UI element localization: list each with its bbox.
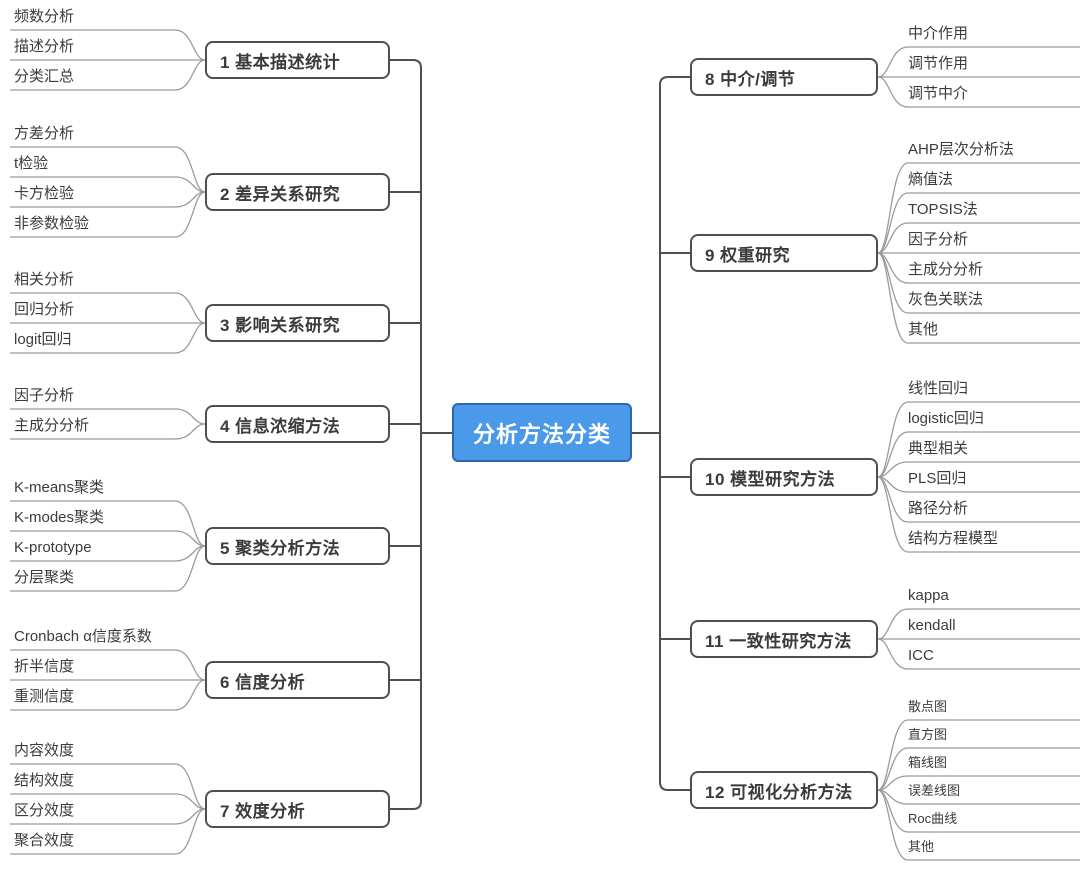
connector-line bbox=[10, 500, 206, 547]
subtopic-label[interactable]: 结构效度 bbox=[14, 772, 75, 789]
connector-line bbox=[10, 292, 206, 324]
subtopic-label[interactable]: 其他 bbox=[908, 321, 939, 338]
connector-line bbox=[10, 763, 206, 810]
subtopic-label[interactable]: 中介作用 bbox=[908, 25, 969, 42]
subtopic-label[interactable]: Cronbach α信度系数 bbox=[14, 628, 152, 645]
connector-line bbox=[877, 431, 1080, 478]
connector-line bbox=[877, 76, 1080, 108]
connector-line bbox=[877, 476, 1080, 553]
branch-topic-box[interactable]: 12 可视化分析方法 bbox=[690, 771, 878, 809]
connector-line bbox=[10, 408, 206, 425]
subtopic-label[interactable]: K-modes聚类 bbox=[14, 509, 105, 526]
subtopic-label[interactable]: ICC bbox=[908, 647, 934, 664]
connector-line bbox=[10, 530, 206, 547]
subtopic-label[interactable]: K-means聚类 bbox=[14, 479, 105, 496]
connector-line bbox=[877, 608, 1080, 640]
subtopic-label[interactable]: PLS回归 bbox=[908, 470, 967, 487]
subtopic-label[interactable]: 区分效度 bbox=[14, 802, 75, 819]
connector-line bbox=[877, 461, 1080, 478]
subtopic-label[interactable]: 因子分析 bbox=[14, 387, 75, 404]
connector-line bbox=[877, 747, 1080, 791]
subtopic-label[interactable]: 方差分析 bbox=[14, 125, 75, 142]
subtopic-label[interactable]: kendall bbox=[908, 617, 956, 634]
connector-line bbox=[10, 808, 206, 855]
subtopic-label[interactable]: 非参数检验 bbox=[14, 215, 90, 232]
subtopic-label[interactable]: 聚合效度 bbox=[14, 832, 75, 849]
branch-topic-box[interactable]: 1 基本描述统计 bbox=[205, 41, 390, 79]
subtopic-label[interactable]: AHP层次分析法 bbox=[908, 141, 1014, 158]
subtopic-label[interactable]: 熵值法 bbox=[908, 171, 954, 188]
connector-line bbox=[877, 789, 1080, 861]
connector-line bbox=[10, 146, 206, 193]
subtopic-label[interactable]: logit回归 bbox=[14, 331, 72, 348]
connector-line bbox=[877, 46, 1080, 78]
subtopic-label[interactable]: 相关分析 bbox=[14, 271, 75, 288]
subtopic-label[interactable]: 主成分分析 bbox=[908, 261, 984, 278]
subtopic-label[interactable]: 直方图 bbox=[908, 727, 948, 742]
subtopic-label[interactable]: 主成分分析 bbox=[14, 417, 90, 434]
connector-line bbox=[877, 719, 1080, 791]
subtopic-label[interactable]: kappa bbox=[908, 587, 949, 604]
subtopic-label[interactable]: logistic回归 bbox=[908, 410, 984, 427]
connector-line bbox=[10, 679, 206, 711]
branch-topic-box[interactable]: 8 中介/调节 bbox=[690, 58, 878, 96]
connector-line bbox=[877, 252, 1080, 344]
subtopic-label[interactable]: 重测信度 bbox=[14, 688, 75, 705]
subtopic-label[interactable]: 卡方检验 bbox=[14, 185, 75, 202]
connector-line bbox=[10, 59, 206, 91]
connector-line bbox=[10, 322, 206, 354]
subtopic-label[interactable]: 折半信度 bbox=[14, 658, 75, 675]
subtopic-label[interactable]: 调节作用 bbox=[908, 55, 969, 72]
branch-topic-box[interactable]: 2 差异关系研究 bbox=[205, 173, 390, 211]
connector-line bbox=[10, 29, 206, 61]
connector-line bbox=[877, 638, 1080, 670]
connector-line bbox=[10, 423, 206, 440]
subtopic-label[interactable]: 箱线图 bbox=[908, 755, 948, 770]
connector-line bbox=[877, 775, 1080, 791]
subtopic-label[interactable]: 频数分析 bbox=[14, 8, 75, 25]
branch-topic-box[interactable]: 5 聚类分析方法 bbox=[205, 527, 390, 565]
central-topic[interactable]: 分析方法分类 bbox=[452, 403, 632, 462]
connector-line bbox=[10, 191, 206, 238]
subtopic-label[interactable]: 其他 bbox=[908, 839, 935, 854]
subtopic-label[interactable]: 调节中介 bbox=[908, 85, 969, 102]
branch-topic-box[interactable]: 6 信度分析 bbox=[205, 661, 390, 699]
connector-line bbox=[390, 59, 422, 810]
subtopic-label[interactable]: 线性回归 bbox=[908, 380, 969, 397]
connector-line bbox=[10, 176, 206, 193]
branch-topic-box[interactable]: 10 模型研究方法 bbox=[690, 458, 878, 496]
branch-topic-box[interactable]: 3 影响关系研究 bbox=[205, 304, 390, 342]
connector-line bbox=[877, 222, 1080, 254]
connector-line bbox=[877, 401, 1080, 478]
subtopic-label[interactable]: Roc曲线 bbox=[908, 811, 958, 826]
subtopic-label[interactable]: 散点图 bbox=[908, 699, 948, 714]
subtopic-label[interactable]: 分层聚类 bbox=[14, 569, 75, 586]
subtopic-label[interactable]: 路径分析 bbox=[908, 500, 969, 517]
branch-topic-box[interactable]: 11 一致性研究方法 bbox=[690, 620, 878, 658]
connector-line bbox=[877, 192, 1080, 254]
subtopic-label[interactable]: 典型相关 bbox=[908, 440, 969, 457]
subtopic-label[interactable]: TOPSIS法 bbox=[908, 201, 978, 218]
subtopic-label[interactable]: K-prototype bbox=[14, 539, 92, 556]
connector-line bbox=[10, 793, 206, 810]
subtopic-label[interactable]: 回归分析 bbox=[14, 301, 75, 318]
subtopic-label[interactable]: 分类汇总 bbox=[14, 68, 75, 85]
connector-line bbox=[10, 649, 206, 681]
connector-line bbox=[659, 76, 690, 791]
branch-topic-box[interactable]: 4 信息浓缩方法 bbox=[205, 405, 390, 443]
subtopic-label[interactable]: 因子分析 bbox=[908, 231, 969, 248]
subtopic-label[interactable]: 内容效度 bbox=[14, 742, 75, 759]
subtopic-label[interactable]: 描述分析 bbox=[14, 38, 75, 55]
subtopic-label[interactable]: 结构方程模型 bbox=[908, 530, 999, 547]
subtopic-label[interactable]: t检验 bbox=[14, 155, 49, 172]
branch-topic-box[interactable]: 7 效度分析 bbox=[205, 790, 390, 828]
connector-line bbox=[10, 545, 206, 592]
subtopic-label[interactable]: 灰色关联法 bbox=[908, 291, 984, 308]
branch-topic-box[interactable]: 9 权重研究 bbox=[690, 234, 878, 272]
subtopic-label[interactable]: 误差线图 bbox=[908, 783, 961, 798]
connector-line bbox=[877, 162, 1080, 254]
